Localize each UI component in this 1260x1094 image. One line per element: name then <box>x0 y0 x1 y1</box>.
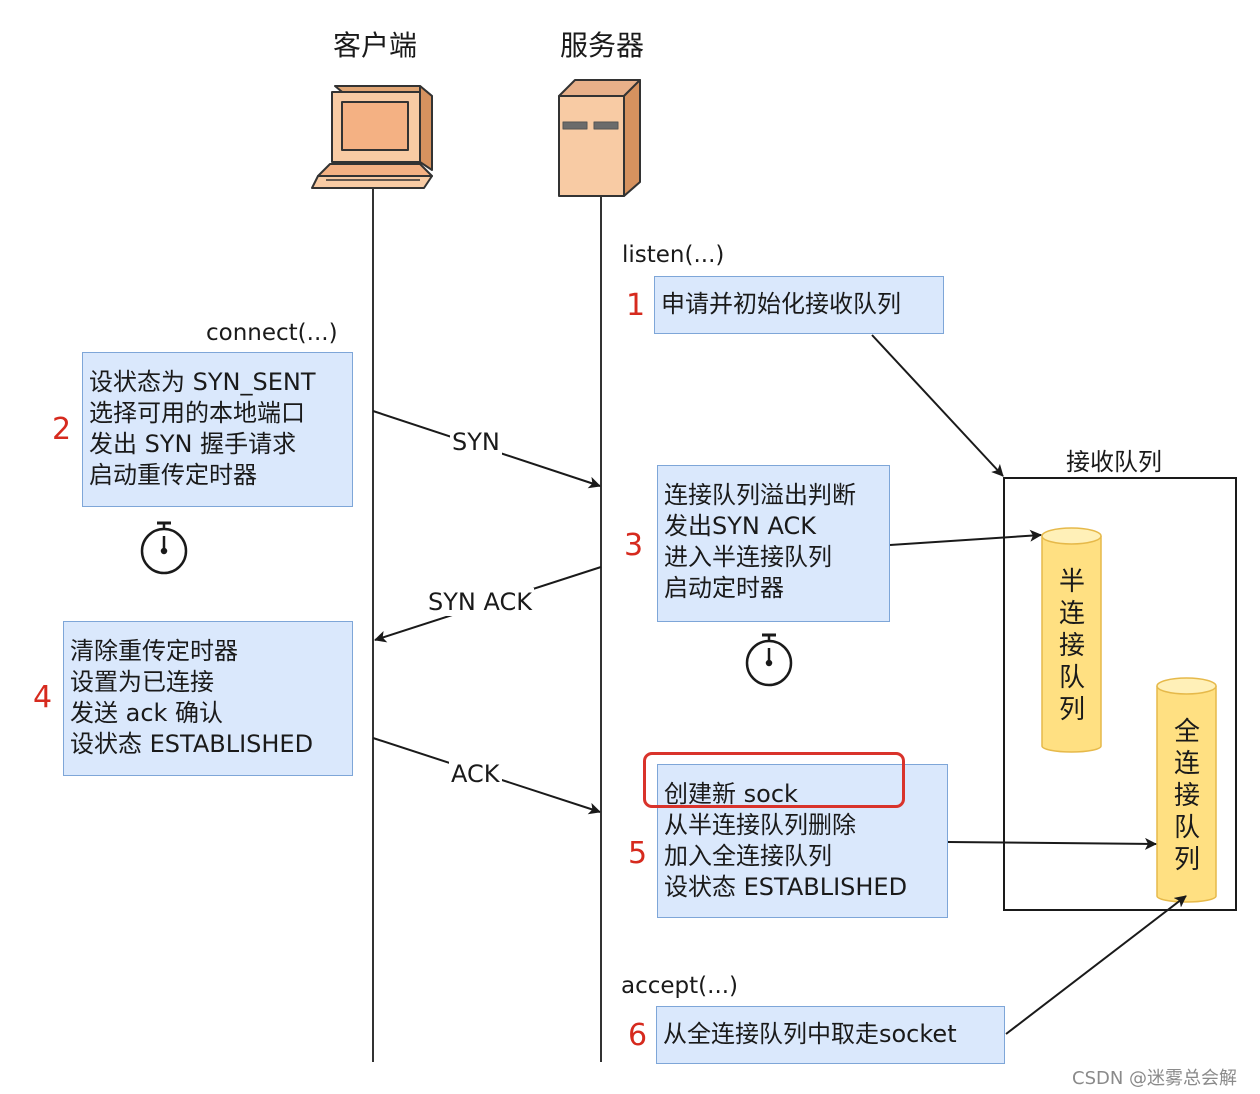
step-line: 清除重传定时器 <box>70 637 238 665</box>
full-queue-label: 全 连 接 队 列 <box>1167 716 1207 876</box>
step-number: 4 <box>33 680 53 715</box>
step-line: 启动定时器 <box>664 574 784 602</box>
queue-char: 队 <box>1058 663 1085 693</box>
full-queue-cylinder <box>1156 677 1217 903</box>
watermark-credit: CSDN @迷雾总会解 <box>1072 1068 1238 1089</box>
step-number: 6 <box>628 1018 648 1053</box>
step3-to-half-arrow <box>889 529 1042 546</box>
step3-box: 连接队列溢出判断 发出SYN ACK 进入半连接队列 启动定时器 <box>657 465 890 622</box>
step-number: 5 <box>628 836 648 871</box>
step1-box: 申请并初始化接收队列 <box>654 276 944 334</box>
ack-label: ACK <box>449 760 502 788</box>
queue-char: 连 <box>1173 749 1200 779</box>
step-line: 从半连接队列删除 <box>664 811 856 839</box>
step-number: 1 <box>626 288 646 323</box>
step-number: 3 <box>624 528 644 563</box>
step6-box: 从全连接队列中取走socket <box>656 1006 1005 1064</box>
step-line: 发送 ack 确认 <box>70 699 224 727</box>
queue-char: 半 <box>1058 567 1085 597</box>
queue-char: 列 <box>1058 695 1085 725</box>
step-line: 设状态为 SYN_SENT <box>89 368 316 396</box>
step-line: 发出 SYN 握手请求 <box>89 430 297 458</box>
accept-call-label: accept(...) <box>621 973 739 999</box>
computer-icon <box>311 85 433 189</box>
step-line: 创建新 sock <box>664 780 798 808</box>
queue-char: 接 <box>1058 631 1085 661</box>
step1-to-queue-arrow <box>871 334 1004 477</box>
receive-queue-box <box>1003 477 1237 911</box>
step2-box: 设状态为 SYN_SENT 选择可用的本地端口 发出 SYN 握手请求 启动重传… <box>82 352 353 507</box>
step-line: 进入半连接队列 <box>664 543 832 571</box>
listen-call-label: listen(...) <box>622 242 725 268</box>
connect-call-label: connect(...) <box>206 320 338 346</box>
step-line: 设置为已连接 <box>70 668 214 696</box>
syn-label: SYN <box>450 428 502 456</box>
step-line: 设状态 ESTABLISHED <box>70 730 314 758</box>
highlight-box <box>643 752 905 808</box>
queue-char: 连 <box>1058 599 1085 629</box>
step-line: 启动重传定时器 <box>89 461 257 489</box>
step-line: 从全连接队列中取走socket <box>663 1020 957 1048</box>
server-label: 服务器 <box>559 29 644 62</box>
step-line: 设状态 ESTABLISHED <box>664 873 908 901</box>
step-line: 加入全连接队列 <box>664 842 832 870</box>
receive-queue-title: 接收队列 <box>1066 448 1162 476</box>
half-queue-label: 半 连 接 队 列 <box>1052 566 1092 726</box>
queue-char: 全 <box>1173 717 1200 747</box>
step-line: 发出SYN ACK <box>664 512 816 540</box>
queue-char: 接 <box>1173 781 1200 811</box>
stopwatch-icon <box>745 633 793 687</box>
queue-char: 队 <box>1173 813 1200 843</box>
step5-to-full-arrow <box>947 837 1157 850</box>
step-line: 申请并初始化接收队列 <box>661 290 901 318</box>
step-line: 连接队列溢出判断 <box>664 481 856 509</box>
step5-box: 创建新 sock 从半连接队列删除 加入全连接队列 设状态 ESTABLISHE… <box>657 764 948 918</box>
syn-ack-label: SYN ACK <box>426 588 534 616</box>
half-queue-cylinder <box>1041 527 1102 753</box>
step6-to-full-arrow <box>1005 895 1187 1035</box>
server-icon <box>558 79 641 197</box>
step4-box: 清除重传定时器 设置为已连接 发送 ack 确认 设状态 ESTABLISHED <box>63 621 353 776</box>
client-label: 客户端 <box>332 29 417 62</box>
step-line: 选择可用的本地端口 <box>89 399 305 427</box>
step-number: 2 <box>52 412 72 447</box>
stopwatch-icon <box>140 521 188 575</box>
queue-char: 列 <box>1173 845 1200 875</box>
